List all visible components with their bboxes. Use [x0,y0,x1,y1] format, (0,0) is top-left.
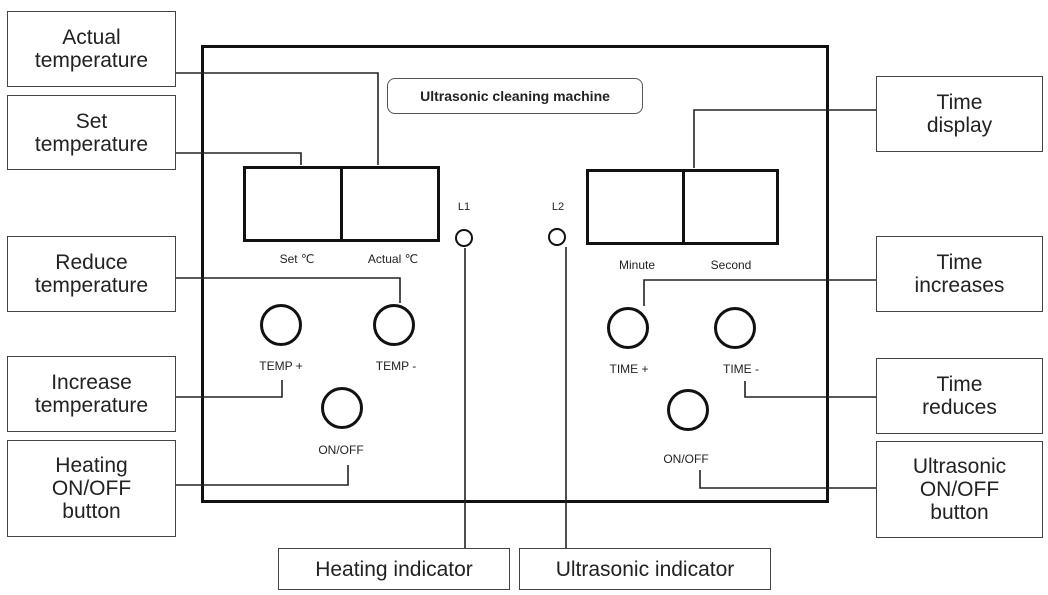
temp-plus-button[interactable] [260,304,302,346]
actual-temp-label: Actual ℃ [367,252,419,266]
callout-ultrasonic-onoff-button: Ultrasonic ON/OFF button [876,441,1043,538]
ultrasonic-onoff-label: ON/OFF [663,452,709,466]
heating-indicator-light [455,229,473,247]
callout-heating-onoff-button: Heating ON/OFF button [7,440,176,537]
callout-time-increases: Time increases [876,236,1043,312]
callout-heating-indicator: Heating indicator [278,548,510,590]
minute-display [586,169,686,245]
time-minus-label: TIME - [723,362,759,376]
set-temperature-display [243,166,343,242]
heating-onoff-button[interactable] [321,387,363,429]
ultrasonic-indicator-light [548,228,566,246]
ultrasonic-onoff-button[interactable] [667,389,709,431]
second-label: Second [710,258,752,272]
l2-label: L2 [551,201,565,213]
callout-time-reduces: Time reduces [876,358,1043,434]
time-plus-button[interactable] [607,307,649,349]
callout-set-temperature: Set temperature [7,95,176,170]
l1-label: L1 [457,201,471,213]
machine-title: Ultrasonic cleaning machine [387,78,643,114]
temp-minus-label: TEMP - [375,359,417,373]
callout-increase-temperature: Increase temperature [7,356,176,432]
time-plus-label: TIME + [609,362,649,376]
second-display [682,169,779,245]
actual-temperature-display [340,166,440,242]
callout-ultrasonic-indicator: Ultrasonic indicator [519,548,771,590]
temp-minus-button[interactable] [373,304,415,346]
minute-label: Minute [618,258,656,272]
callout-actual-temperature: Actual temperature [7,11,176,87]
time-minus-button[interactable] [714,307,756,349]
temp-plus-label: TEMP + [259,359,303,373]
callout-reduce-temperature: Reduce temperature [7,236,176,312]
heating-onoff-label: ON/OFF [318,443,364,457]
set-temp-label: Set ℃ [279,252,315,266]
callout-time-display: Time display [876,76,1043,152]
